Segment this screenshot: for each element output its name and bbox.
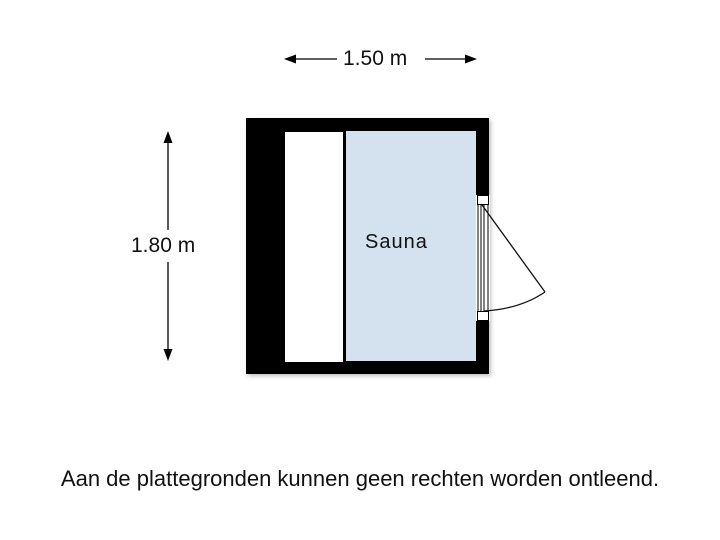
room-label-sauna: Sauna bbox=[365, 231, 428, 253]
door-jamb-bottom bbox=[477, 311, 489, 321]
width-dimension-label: 1.50 m bbox=[343, 47, 408, 70]
sauna-bench bbox=[285, 132, 343, 362]
sauna-room-fill bbox=[346, 131, 476, 361]
door-jamb-top bbox=[477, 195, 489, 205]
width-dimension-arrow bbox=[284, 54, 477, 64]
height-dimension-arrow bbox=[163, 131, 173, 361]
disclaimer-text: Aan de plattegronden kunnen geen rechten… bbox=[60, 466, 660, 491]
door-opening bbox=[476, 195, 490, 321]
door-swing-icon bbox=[481, 204, 546, 312]
height-dimension-label: 1.80 m bbox=[131, 234, 196, 257]
